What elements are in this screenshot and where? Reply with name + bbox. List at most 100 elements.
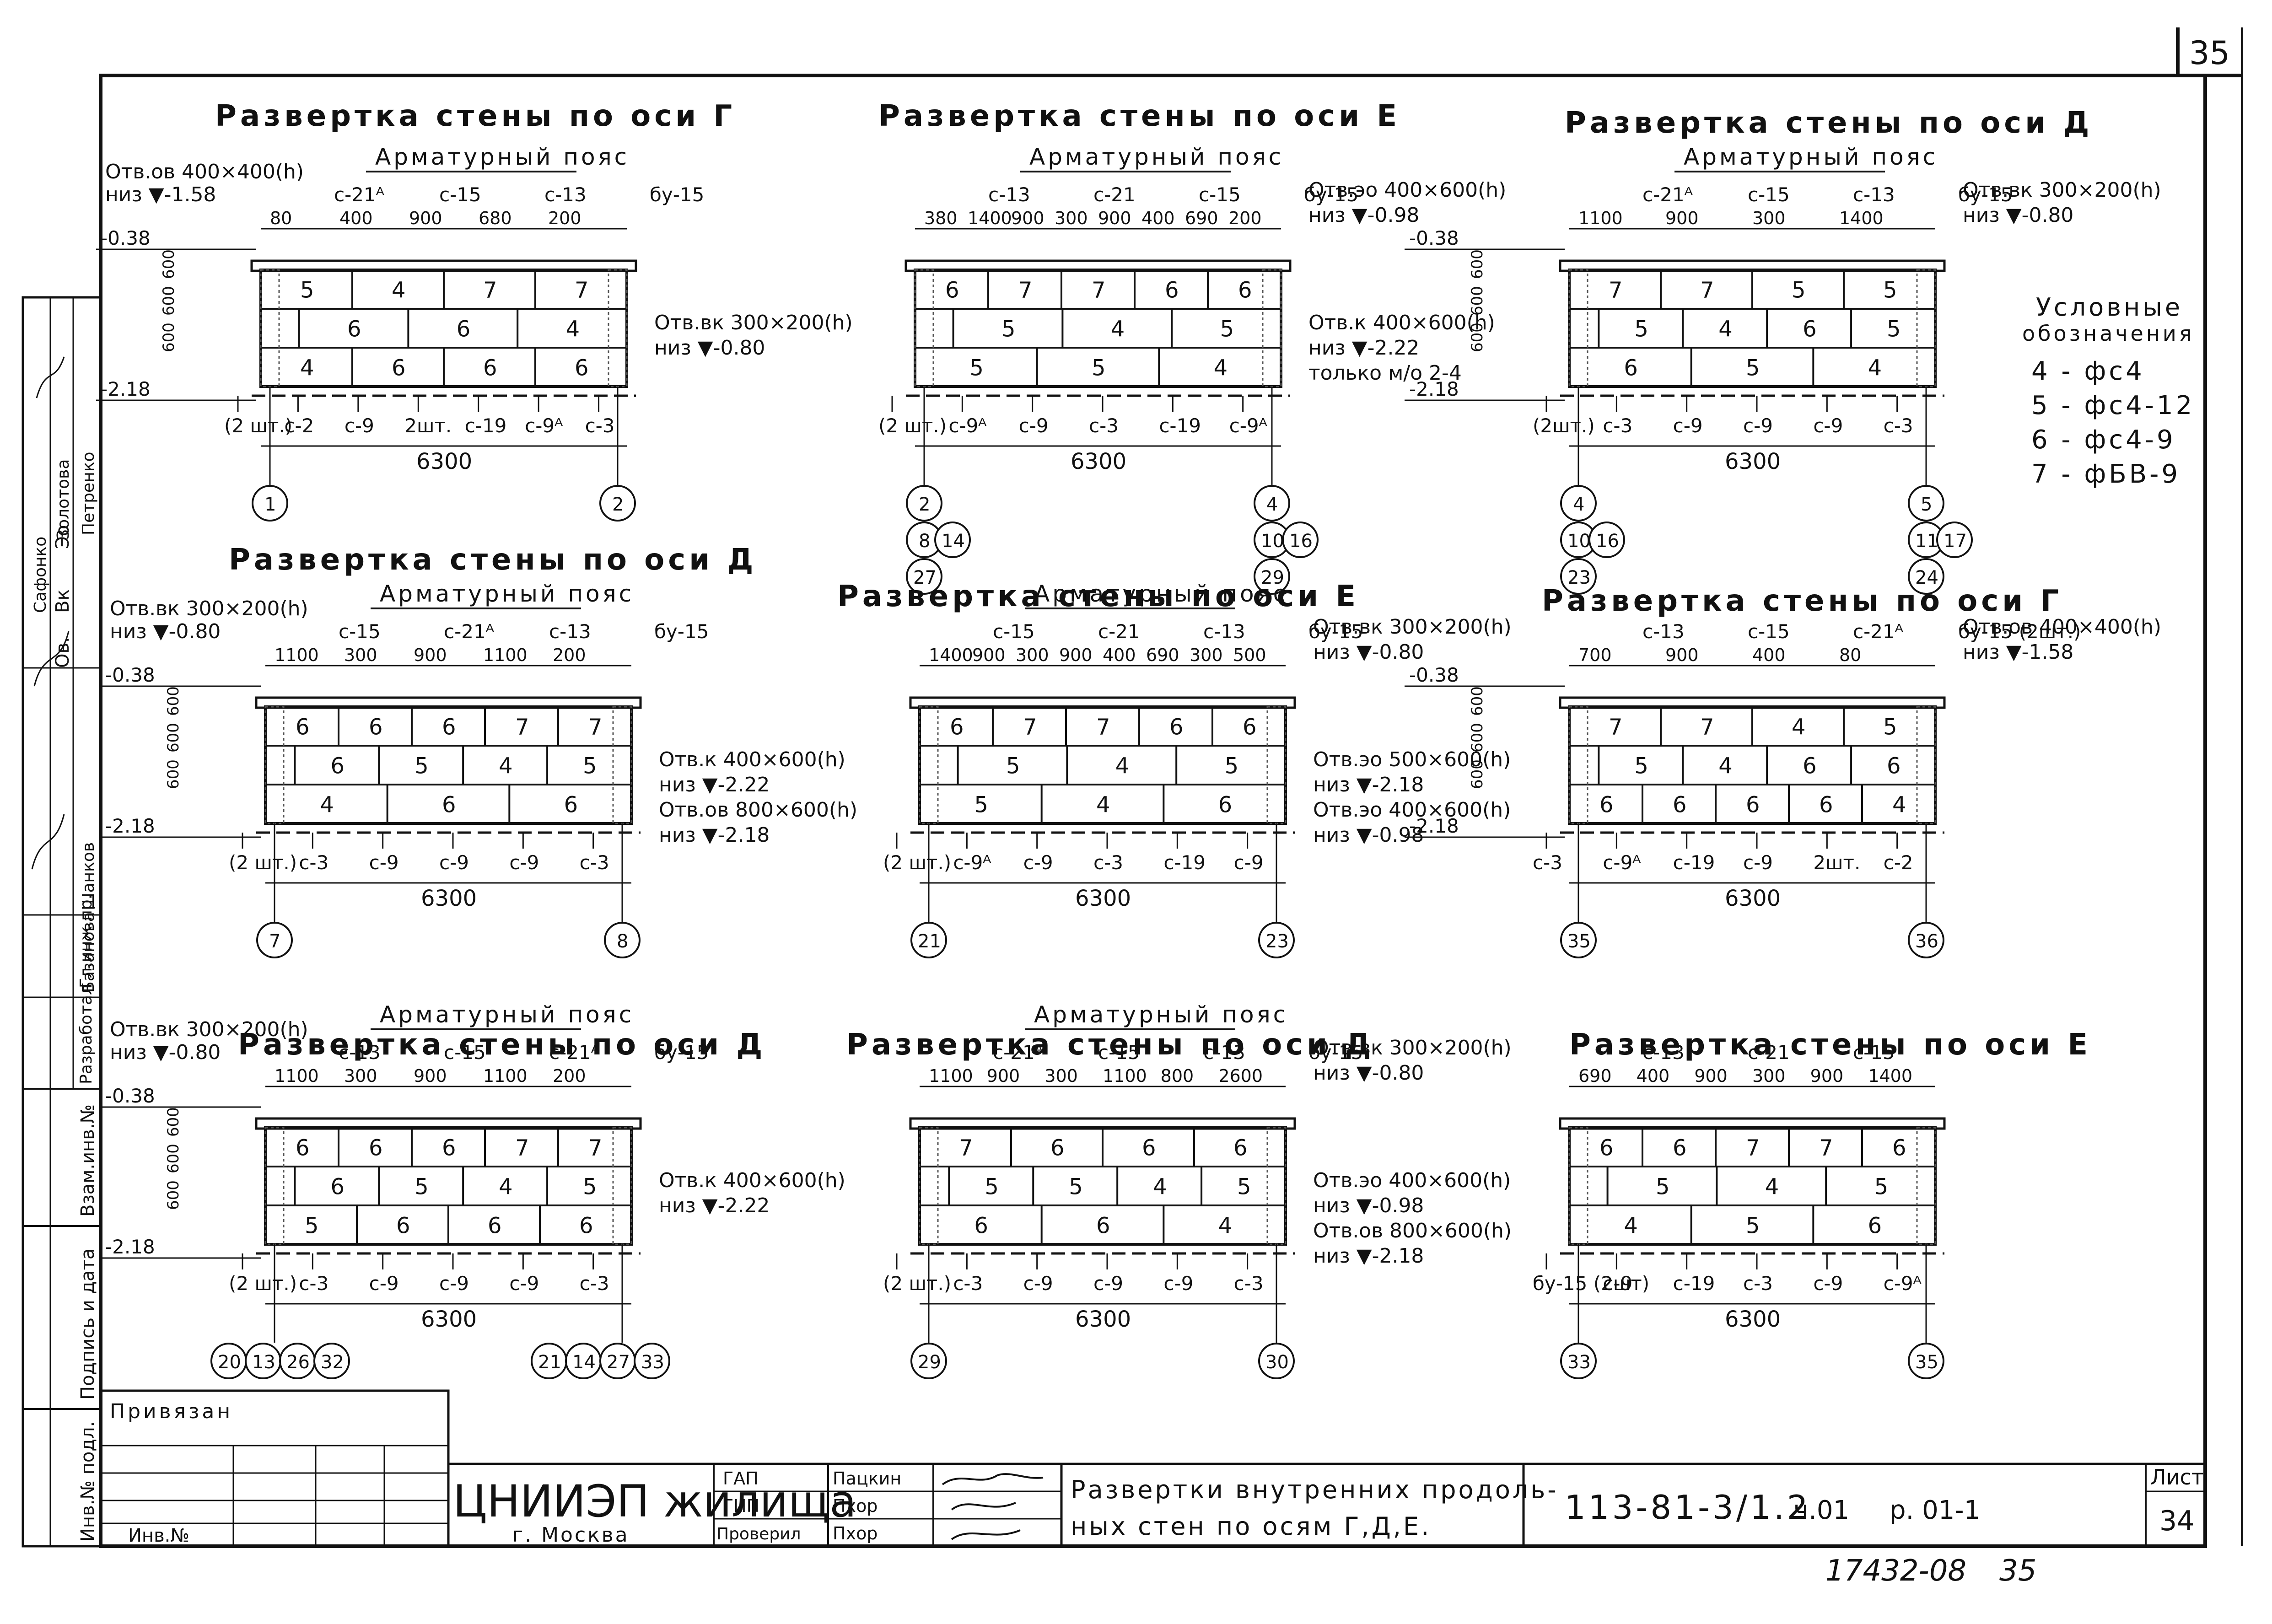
dimension: 1100 — [275, 645, 319, 665]
wall-outline — [264, 705, 633, 825]
opening-callout: Отв.вк 300×200(h) — [110, 597, 308, 620]
side-stamp-row-2: Подпись и дата — [77, 1248, 98, 1400]
element-code: с-9 — [1019, 414, 1049, 437]
dimension: 1400 — [1839, 208, 1884, 228]
block-mark: 5 — [1656, 1174, 1670, 1200]
block-mark: 4 — [1718, 317, 1733, 342]
axis-marker — [910, 1343, 947, 1379]
element-code: с-9ᴬ — [948, 414, 986, 437]
person-gap: Пацкин — [833, 1468, 901, 1489]
opening-callout: Отв.к 400×600(h) — [1308, 311, 1495, 334]
drawing-title-line-1: Развертки внутренних продоль- — [1071, 1475, 1559, 1504]
axis-label: 23 — [1567, 567, 1591, 588]
block-mark: 7 — [515, 715, 529, 740]
element-code: (2шт.) — [1533, 414, 1595, 437]
element-code: бу-15 — [1308, 620, 1363, 643]
dimension: 380 — [924, 208, 958, 228]
block-mark: 4 — [1624, 1213, 1638, 1239]
end-post-right — [1262, 269, 1282, 387]
element-code: с-13 — [1642, 1041, 1685, 1064]
axis-label: 21 — [538, 1352, 561, 1373]
total-length: 6300 — [1075, 1307, 1131, 1332]
block-mark: 6 — [1218, 792, 1233, 818]
axis-label: 29 — [1261, 567, 1284, 588]
block-mark: 5 — [1746, 355, 1760, 381]
opening-callout: низ ▼-2.22 — [659, 1194, 770, 1217]
level-mark: -0.38 — [105, 1085, 155, 1107]
opening-callout: Отв.ов 400×400(h) — [105, 160, 304, 183]
element-code: (2 шт.) — [229, 1272, 297, 1295]
element-code: бу-15 (2шт) — [1533, 1272, 1649, 1295]
block-mark: 4 — [1765, 1174, 1779, 1200]
axis-label: 14 — [572, 1352, 596, 1373]
element-code: бу-15 — [654, 620, 709, 643]
element-code: с-15 — [993, 620, 1035, 643]
element-code: с-9ᴬ — [953, 851, 991, 874]
axis-marker — [1936, 522, 1973, 558]
opening-callout: низ ▼-2.22 — [1308, 336, 1419, 360]
element-code: с-3 — [299, 851, 328, 874]
opening-callout: низ ▼-0.80 — [110, 620, 221, 643]
element-code: с-13 — [339, 1041, 381, 1064]
element-code: 2шт. — [1813, 851, 1860, 874]
block-mark: 6 — [296, 1135, 310, 1161]
element-code: с-9 — [439, 851, 469, 874]
element-code: с-9 — [1743, 414, 1773, 437]
opening-callout: Отв.вк 300×200(h) — [1963, 178, 2161, 202]
block-mark: 4 — [300, 355, 314, 381]
axis-label: 2 — [919, 494, 930, 515]
wall-title: Развертка стены по оси Д — [238, 1028, 766, 1062]
side-stamp-name-4: Золотова — [54, 459, 73, 540]
dimension: 300 — [1055, 208, 1088, 228]
dimension: 80 — [270, 208, 292, 228]
element-code: с-21ᴬ — [1853, 620, 1903, 643]
opening-callout: низ ▼-0.80 — [1313, 640, 1424, 664]
element-code: бу-15 — [1958, 183, 2013, 206]
level-dimension: 600 — [164, 759, 183, 789]
element-code: с-3 — [580, 851, 609, 874]
element-code: с-13 — [1853, 183, 1895, 206]
dimension: 690 — [1578, 1066, 1612, 1086]
dimension: 690 — [1146, 645, 1179, 665]
list-number: 34 — [2159, 1505, 2194, 1537]
block-mark: 4 — [1096, 792, 1110, 818]
axis-label: 36 — [1915, 931, 1938, 952]
dimension: 900 — [987, 1066, 1020, 1086]
element-code: бу-15 — [1308, 1041, 1363, 1064]
element-code: (2 шт.) — [883, 1272, 951, 1295]
dimension: 900 — [1694, 1066, 1728, 1086]
axis-label: 16 — [1289, 531, 1313, 552]
dimension: 900 — [1665, 208, 1699, 228]
axis-label: 8 — [919, 531, 930, 552]
list-label: Лист — [2150, 1465, 2204, 1490]
element-code: с-15 — [1098, 1041, 1140, 1064]
axis-marker — [604, 922, 641, 958]
block-mark: 5 — [1069, 1174, 1083, 1200]
axis-label: 8 — [617, 931, 628, 952]
axis-marker — [1560, 922, 1597, 958]
block-mark: 6 — [369, 715, 383, 740]
axis-label: 11 — [1915, 531, 1938, 552]
element-code: с-21ᴬ — [334, 183, 384, 206]
wall-title: Развертка стены по оси Е — [878, 99, 1400, 133]
element-code: с-15 — [1853, 1041, 1895, 1064]
element-code: с-9 — [345, 414, 374, 437]
axis-marker — [1588, 522, 1625, 558]
axis-label: 5 — [1921, 494, 1932, 515]
element-code: с-3 — [580, 1272, 609, 1295]
element-code: с-13 — [988, 183, 1030, 206]
element-code: 2шт. — [404, 414, 452, 437]
dimension: 200 — [548, 208, 581, 228]
block-mark: 5 — [415, 753, 429, 779]
axis-marker — [1282, 522, 1319, 558]
level-dimension: 600 — [160, 286, 178, 316]
block-mark: 6 — [950, 715, 964, 740]
element-code: с-9 — [1743, 851, 1773, 874]
axis-label: 29 — [918, 1352, 941, 1373]
level-dimension: 600 — [164, 1107, 183, 1137]
axis-label: 14 — [942, 531, 965, 552]
block-mark: 4 — [1153, 1174, 1167, 1200]
opening-callout: Отв.эо 400×600(h) — [1308, 178, 1506, 202]
